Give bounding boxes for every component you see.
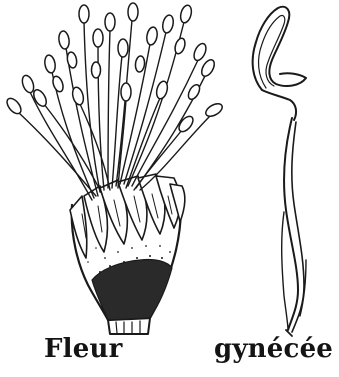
stem-lines <box>116 321 140 333</box>
gynoecium-caption: gynécée <box>214 336 333 362</box>
flower-receptacle-shading <box>92 259 172 320</box>
stamen-anthers <box>4 3 224 134</box>
gynoecium-drawing <box>253 7 306 336</box>
gynoecium-style-body <box>284 118 298 330</box>
flower-drawing <box>4 3 224 334</box>
flower-caption: Fleur <box>44 336 122 362</box>
gynoecium-style-cross <box>262 90 296 120</box>
